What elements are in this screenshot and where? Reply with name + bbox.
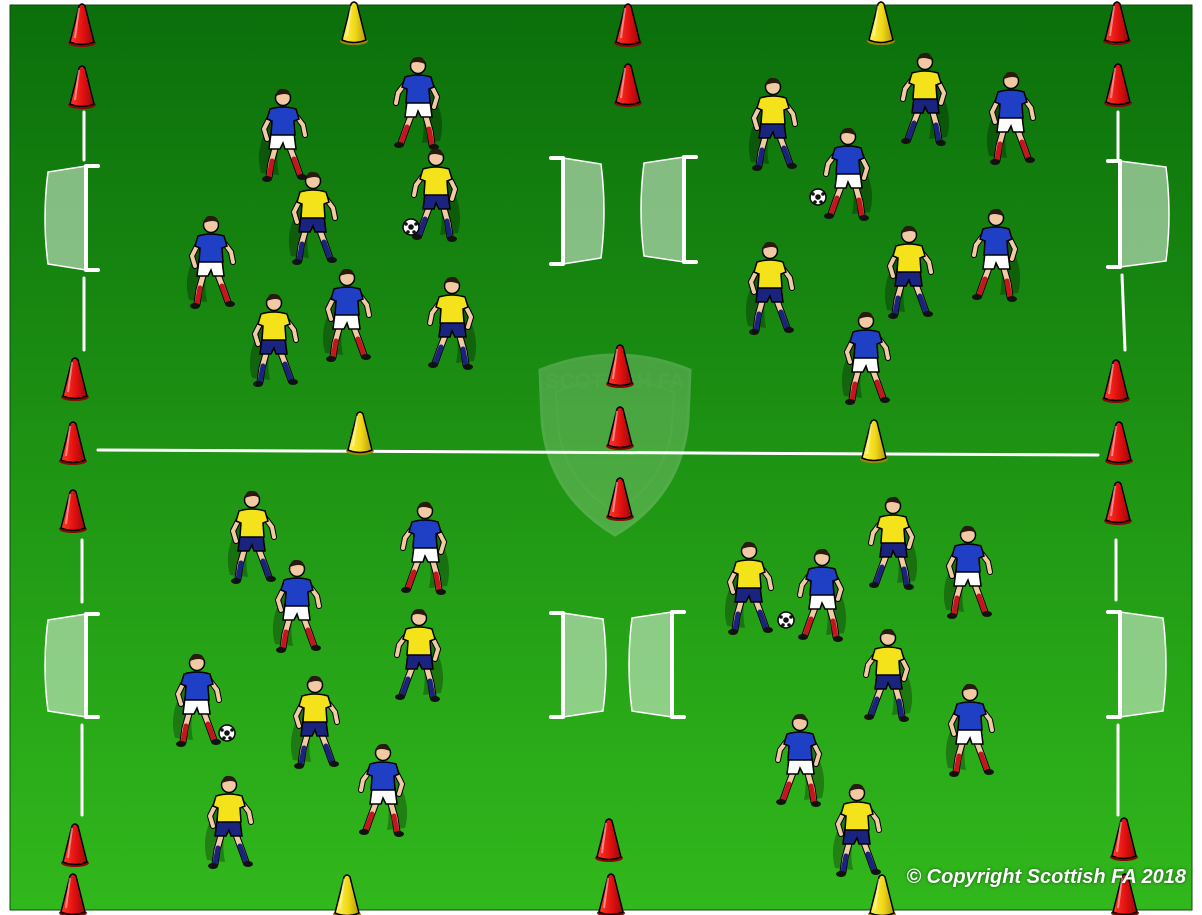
ball-icon bbox=[403, 219, 419, 235]
ball-icon bbox=[219, 725, 235, 741]
ball-icon bbox=[810, 189, 826, 205]
ball-icon bbox=[778, 612, 794, 628]
copyright-text: © Copyright Scottish FA 2018 bbox=[906, 866, 1186, 889]
